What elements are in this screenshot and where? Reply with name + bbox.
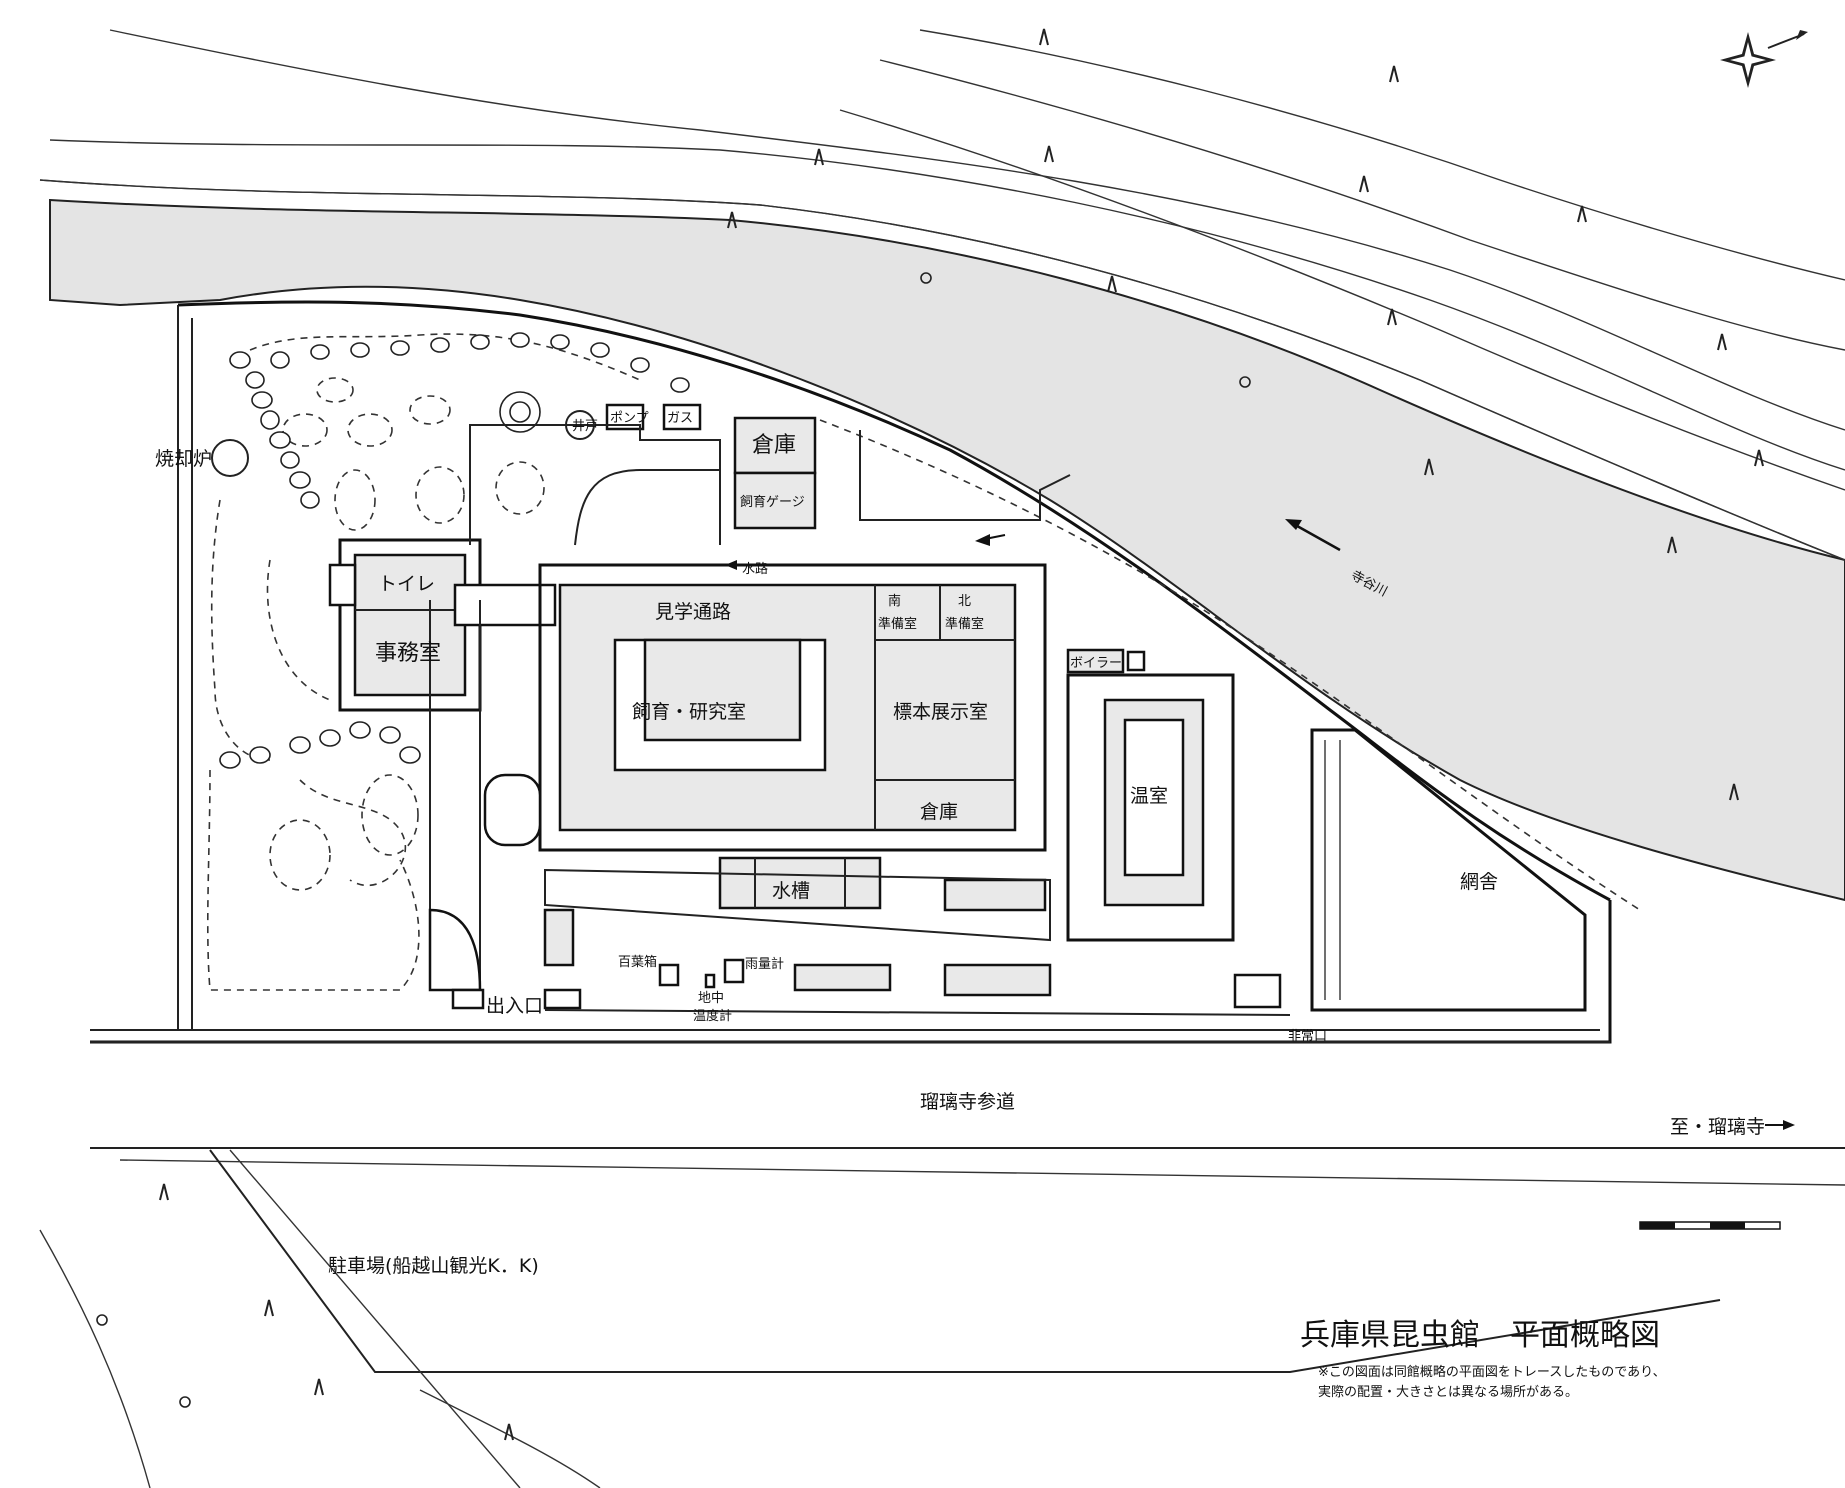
to-temple-label: 至・瑠璃寺 — [1670, 1116, 1765, 1138]
storage-north-label: 倉庫 — [752, 433, 796, 458]
entrance-area — [428, 600, 1291, 1016]
north-prep-label-2: 準備室 — [945, 616, 984, 632]
ground-thermo-label-1: 地中 — [698, 991, 724, 1006]
map-title: 兵庫県昆虫館 平面概略図 — [1300, 1318, 1660, 1353]
scale-bar — [1639, 1221, 1781, 1230]
storage-north-block — [733, 416, 817, 530]
storage-main-label: 倉庫 — [920, 801, 958, 823]
entrance-label: 出入口 — [486, 995, 543, 1017]
parking-label: 駐車場(船越山観光K．K) — [328, 1255, 539, 1277]
main-building — [483, 563, 1047, 852]
gas-label: ガス — [667, 411, 693, 426]
emergency-exit-label: 非常口 — [1288, 1029, 1327, 1044]
well-label: 井戸 — [572, 419, 598, 434]
water-tank-block — [718, 856, 1047, 912]
map-note-1: ※この図面は同館概略の平面図をトレースしたものであり、 — [1318, 1364, 1666, 1380]
breeding-lab-label: 飼育・研究室 — [632, 701, 746, 723]
map-labels: 焼却炉 井戸 ポンプ ガス 倉庫 飼育ゲージ トイレ 事務室 見学通路 飼育・研… — [155, 411, 1765, 1400]
parking-area — [39, 1149, 1721, 1488]
net-house-label: 網舎 — [1460, 871, 1498, 893]
ground-thermo-label-2: 温度計 — [693, 1008, 732, 1024]
greenhouse-block — [1066, 648, 1235, 942]
incinerator-icon — [211, 439, 249, 477]
south-prep-label-2: 準備室 — [878, 616, 917, 632]
breeding-cage-label: 飼育ゲージ — [740, 494, 805, 510]
greenhouse-label: 温室 — [1130, 785, 1168, 807]
pump-label: ポンプ — [610, 411, 649, 426]
water-tank-label: 水槽 — [772, 880, 810, 902]
net-house-block — [1310, 728, 1587, 1012]
boiler-label: ボイラー — [1070, 656, 1122, 671]
specimen-hall-label: 標本展示室 — [893, 701, 988, 723]
office-label: 事務室 — [375, 641, 441, 666]
south-prep-label-1: 南 — [888, 593, 901, 609]
garden-rocks — [219, 332, 690, 769]
garden-ponds — [269, 377, 545, 891]
tour-passage-label: 見学通路 — [655, 601, 731, 623]
map-note-2: 実際の配置・大きさとは異なる場所がある。 — [1318, 1384, 1578, 1400]
north-prep-label-1: 北 — [958, 594, 971, 609]
garden-paths-west — [206, 333, 641, 991]
service-lane — [543, 868, 1282, 1009]
gas-box — [662, 403, 702, 431]
tree-symbols — [159, 28, 1764, 1441]
compass-icon — [1720, 30, 1808, 88]
approach-road-label: 瑠璃寺参道 — [920, 1091, 1015, 1113]
grass-symbols — [96, 272, 1251, 1408]
waterway-label: 水路 — [742, 561, 768, 577]
office-block — [328, 538, 557, 712]
flow-arrows — [725, 519, 1795, 1130]
instrument-shelter-label: 百葉箱 — [618, 954, 657, 970]
approach-road — [90, 1041, 1845, 1186]
toilet-label: トイレ — [378, 573, 435, 595]
rain-gauge-label: 雨量計 — [745, 956, 784, 972]
incinerator-label: 焼却炉 — [155, 448, 212, 470]
